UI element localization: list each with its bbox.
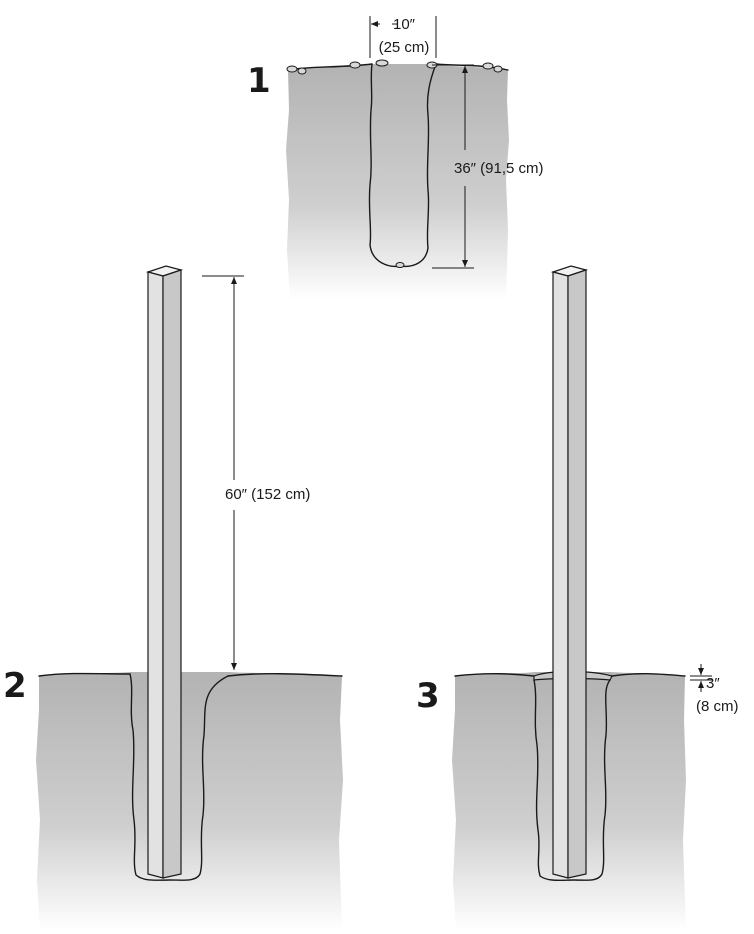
pebbles [286, 59, 503, 268]
width-label-metric: (25 cm) [379, 39, 430, 56]
gap-label: 3″ [706, 675, 720, 692]
gap-label-metric: (8 cm) [696, 698, 739, 715]
soil-block [36, 672, 343, 930]
depth-label: 36″ (91,5 cm) [454, 160, 544, 177]
step-3-post: 3″ (8 cm) 3 [416, 265, 739, 930]
post-side [162, 269, 182, 879]
height-label: 60″ (152 cm) [225, 486, 310, 503]
step-2-number: 2 [3, 666, 27, 706]
soil-block [286, 64, 509, 300]
ground-line [454, 672, 686, 677]
post-front [552, 271, 569, 879]
step-1-number: 1 [247, 61, 271, 101]
post-front [147, 271, 164, 879]
step-3-number: 3 [416, 676, 440, 716]
hole [129, 673, 229, 881]
hole [533, 679, 611, 882]
step-2-post: 60″ (152 cm) 2 [3, 265, 343, 930]
ground-line [38, 672, 343, 677]
width-label: 10″ [393, 16, 416, 33]
step-1-hole: 10″ (25 cm) 36″ (91,5 cm) 1 [247, 16, 544, 300]
post-side [567, 269, 587, 879]
